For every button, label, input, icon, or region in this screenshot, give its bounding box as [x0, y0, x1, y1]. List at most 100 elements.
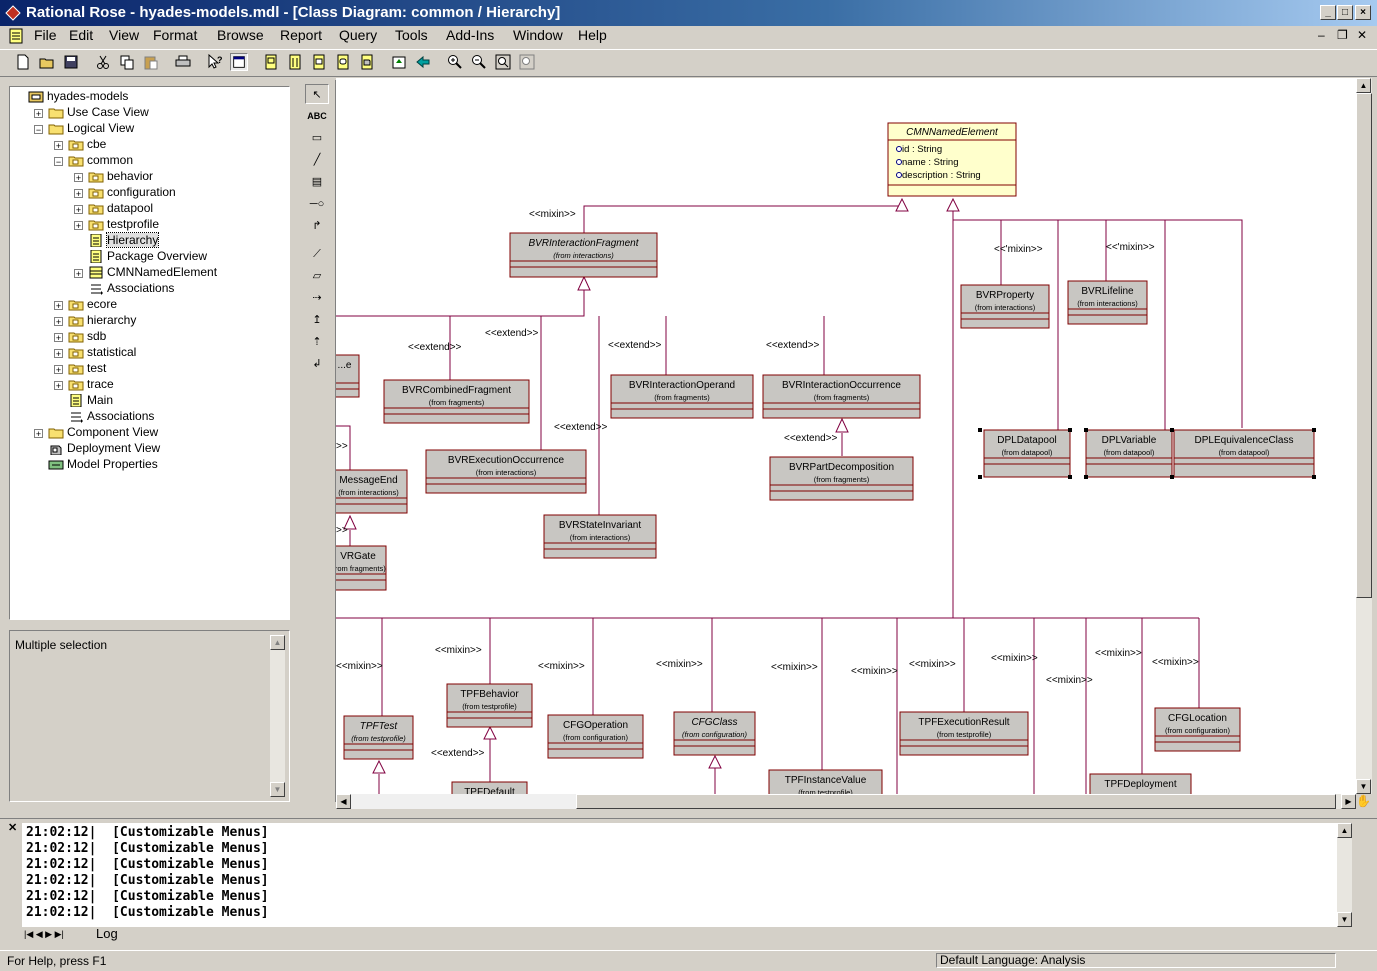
selection-handle[interactable]	[1084, 428, 1088, 432]
log-close-icon[interactable]: ✕	[8, 822, 18, 834]
diagram-scroll-left-button[interactable]: ◀	[336, 794, 351, 809]
tree-item-hierarchy[interactable]: +hierarchy	[10, 313, 280, 329]
tree-item-package-overview[interactable]: Package Overview	[10, 249, 280, 265]
expand-icon[interactable]: +	[34, 429, 43, 439]
class-bme[interactable]: MessageEnd(from interactions)	[336, 469, 408, 514]
copy-icon[interactable]	[118, 53, 136, 71]
document-menu-icon[interactable]	[8, 28, 24, 44]
browse-previous-icon[interactable]	[414, 53, 432, 71]
class-box[interactable]	[425, 449, 587, 494]
class-beo[interactable]: BVRExecutionOccurrence(from interactions…	[425, 449, 587, 494]
tree-item-common[interactable]: −common	[10, 153, 280, 169]
tree-item-deployment-view[interactable]: Deployment View	[10, 441, 280, 457]
tree-item-test[interactable]: +test	[10, 361, 280, 377]
expand-icon[interactable]: +	[74, 221, 83, 231]
view-documentation-icon[interactable]	[230, 53, 248, 71]
paste-icon[interactable]	[142, 53, 160, 71]
tree-item-use-case-view[interactable]: +Use Case View	[10, 105, 280, 121]
selection-handle[interactable]	[1312, 428, 1316, 432]
log-scroll-up-button[interactable]: ▲	[1337, 823, 1352, 838]
class-box[interactable]	[762, 374, 921, 419]
tree-item-model-properties[interactable]: Model Properties	[10, 457, 280, 473]
class-dpd[interactable]: DPLDatapool(from datapool)	[983, 429, 1071, 478]
class-box[interactable]	[446, 683, 533, 728]
class-bio[interactable]: BVRInteractionOperand(from fragments)	[610, 374, 754, 419]
mdi-minimize-button[interactable]: –	[1318, 28, 1325, 42]
menu-help[interactable]: Help	[578, 27, 607, 43]
expand-icon[interactable]: +	[54, 381, 63, 391]
package-tool-icon[interactable]: ▱	[312, 270, 322, 282]
menu-window[interactable]: Window	[513, 27, 563, 43]
menu-edit[interactable]: Edit	[69, 27, 94, 43]
zoom-out-icon[interactable]	[470, 53, 488, 71]
browse-component-diagram-icon[interactable]	[310, 53, 328, 71]
class-b1[interactable]: ...e	[336, 354, 360, 398]
selection-handle[interactable]	[1170, 428, 1174, 432]
save-icon[interactable]	[62, 53, 80, 71]
class-bif[interactable]: BVRInteractionFragment(from interactions…	[509, 232, 658, 278]
class-box[interactable]	[343, 715, 414, 760]
class-box[interactable]	[1089, 773, 1192, 794]
class-bioc[interactable]: BVRInteractionOccurrence(from fragments)	[762, 374, 921, 419]
class-box[interactable]	[610, 374, 754, 419]
collapse-icon[interactable]: −	[34, 125, 43, 135]
browse-parent-icon[interactable]	[390, 53, 408, 71]
model-browser-tree[interactable]: hyades-models+Use Case View−Logical View…	[9, 86, 290, 620]
diagram-scroll-right-button[interactable]: ▶	[1341, 794, 1356, 809]
selection-handle[interactable]	[1312, 475, 1316, 479]
class-box[interactable]	[1085, 429, 1173, 478]
expand-icon[interactable]: +	[54, 141, 63, 151]
tree-item-associations[interactable]: Associations	[10, 281, 280, 297]
selection-handle[interactable]	[1084, 475, 1088, 479]
class-box[interactable]	[451, 781, 528, 794]
expand-icon[interactable]: +	[54, 333, 63, 343]
class-box[interactable]	[1173, 429, 1315, 478]
tree-item-main[interactable]: Main	[10, 393, 280, 409]
diagram-horizontal-scrollbar[interactable]: ◀ ▶	[336, 794, 1356, 809]
doc-scroll-down-button[interactable]: ▼	[270, 782, 285, 797]
diagram-horizontal-thumb[interactable]	[576, 794, 1336, 809]
menu-format[interactable]: Format	[153, 27, 198, 43]
tree-item-datapool[interactable]: +datapool	[10, 201, 280, 217]
diagram-vertical-thumb[interactable]	[1356, 93, 1372, 598]
doc-scroll-up-button[interactable]: ▲	[270, 635, 285, 650]
class-bpd[interactable]: BVRPartDecomposition(from fragments)	[769, 456, 914, 501]
tree-item-logical-view[interactable]: −Logical View	[10, 121, 280, 137]
selection-handle[interactable]	[1068, 475, 1072, 479]
expand-icon[interactable]: +	[54, 301, 63, 311]
generalization-tool-icon[interactable]: ↥	[312, 314, 322, 326]
link-tool-icon[interactable]: ↲	[312, 358, 322, 370]
tree-item-cbe[interactable]: +cbe	[10, 137, 280, 153]
class-bsi[interactable]: BVRStateInvariant(from interactions)	[543, 514, 657, 559]
tree-item-hyades-models[interactable]: hyades-models	[10, 89, 280, 105]
class-box[interactable]	[1154, 707, 1241, 752]
class-td[interactable]: TPFDefault	[451, 781, 528, 794]
aggregation-tool-icon[interactable]: ⟋	[313, 248, 321, 260]
menu-report[interactable]: Report	[280, 27, 323, 43]
class-bcf[interactable]: BVRCombinedFragment(from fragments)	[383, 379, 530, 424]
expand-icon[interactable]: +	[74, 173, 83, 183]
context-help-icon[interactable]: ?	[206, 53, 224, 71]
class-box[interactable]	[383, 379, 530, 424]
menu-tools[interactable]: Tools	[395, 27, 428, 43]
class-box[interactable]	[1067, 280, 1148, 325]
class-tdp[interactable]: TPFDeployment	[1089, 773, 1192, 794]
selection-handle[interactable]	[1170, 475, 1174, 479]
expand-icon[interactable]: +	[74, 205, 83, 215]
class-box[interactable]	[899, 711, 1029, 756]
class-box[interactable]	[960, 284, 1050, 329]
menu-view[interactable]: View	[109, 27, 140, 43]
tree-item-associations[interactable]: Associations	[10, 409, 280, 425]
diagram-scroll-down-button[interactable]: ▼	[1356, 779, 1371, 794]
class-box[interactable]	[543, 514, 657, 559]
browse-interaction-diagram-icon[interactable]	[286, 53, 304, 71]
menu-file[interactable]: File	[34, 27, 57, 43]
open-icon[interactable]	[38, 53, 56, 71]
minimize-button[interactable]: _	[1320, 5, 1336, 20]
collapse-icon[interactable]: −	[54, 157, 63, 167]
tree-item-hierarchy[interactable]: Hierarchy	[10, 232, 280, 249]
expand-icon[interactable]: +	[74, 269, 83, 279]
selection-handle[interactable]	[978, 428, 982, 432]
class-bl[interactable]: BVRLifeline(from interactions)	[1067, 280, 1148, 325]
